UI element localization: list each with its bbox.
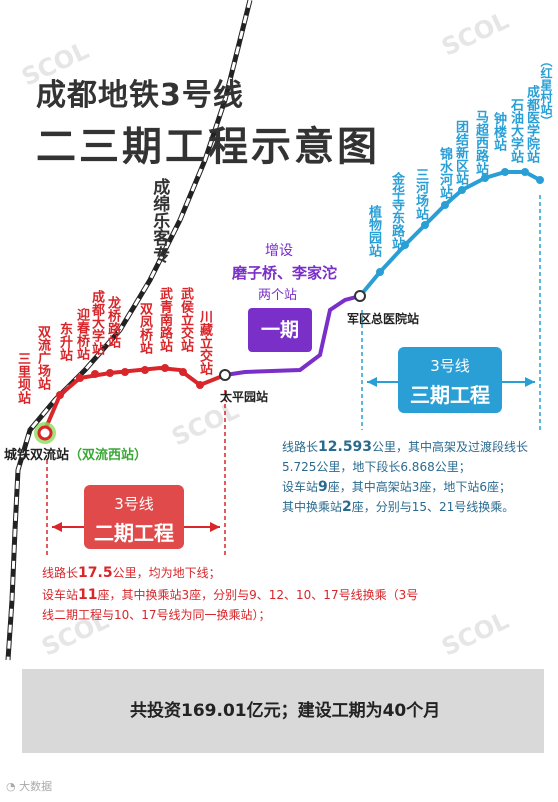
station-dot bbox=[121, 368, 129, 376]
phase3-info-line: 线路长12.593公里，其中高架及过渡段线长 bbox=[282, 439, 529, 455]
station-label: 锦水河站 bbox=[437, 147, 452, 199]
phase3-info-line: 其中换乘站2座，分别与15、21号线换乘。 bbox=[282, 499, 515, 515]
station-dot bbox=[106, 369, 114, 377]
station-label: 东升站 bbox=[57, 322, 72, 361]
railway-label: 成绵乐客专 bbox=[149, 178, 170, 263]
phase2-info: 线路长17.5公里，均为地下线； 设车站11座，其中换乘站3座，分别与9、12、… bbox=[42, 563, 418, 625]
station-label: 武青南路站 bbox=[157, 287, 172, 352]
hospital-label: 军区总医院站 bbox=[347, 312, 420, 326]
terminal-dot bbox=[37, 425, 53, 441]
station-dot bbox=[56, 391, 64, 399]
footer-banner: 共投资169.01亿元；建设工期为40个月 bbox=[22, 669, 544, 753]
station-dot bbox=[196, 381, 204, 389]
terminal-alias: （双流西站） bbox=[69, 448, 148, 463]
station-label: 三河场站 bbox=[413, 168, 428, 220]
station-label: 川藏立交站 bbox=[197, 310, 212, 375]
phase2-info-line: 设车站11座，其中换乘站3座，分别与9、12、10、17号线换乘（3号 bbox=[42, 587, 419, 603]
station-label: 双凤桥站 bbox=[137, 302, 152, 354]
station-label: 团结新区站 bbox=[453, 120, 468, 185]
station-label: （红星村站） bbox=[539, 55, 553, 127]
phase2-station-dots bbox=[56, 364, 204, 399]
phase2-info-line: 线路长17.5公里，均为地下线； bbox=[42, 565, 221, 581]
taipingyuan-dot bbox=[219, 369, 231, 381]
phase1-count: 两个站 bbox=[258, 288, 298, 303]
station-label: 成都大学站 bbox=[89, 290, 104, 355]
phase3-line bbox=[358, 170, 541, 298]
phase2-label: 二期工程 bbox=[94, 521, 174, 545]
phase3-info: 线路长12.593公里，其中高架及过渡段线长 5.725公里，地下段长6.868… bbox=[282, 437, 528, 517]
phase2-badge: 3号线 二期工程 bbox=[84, 485, 184, 549]
station-label: 金华寺东路站 bbox=[389, 172, 404, 250]
phase1-add-prefix: 增设 bbox=[265, 243, 293, 259]
station-dot bbox=[91, 370, 99, 378]
station-dot bbox=[141, 366, 149, 374]
station-label: 武侯立交站 bbox=[178, 287, 193, 352]
terminal-name: 城铁双流站 bbox=[4, 448, 70, 463]
station-label: 迎春桥站 bbox=[74, 308, 89, 360]
station-dot bbox=[481, 174, 489, 182]
phase1-badge: 一期 bbox=[248, 308, 312, 352]
station-dot bbox=[458, 186, 466, 194]
station-dot bbox=[401, 241, 409, 249]
credit-text: ◔ 大数据 bbox=[6, 778, 52, 794]
station-label: 马超西路站 bbox=[473, 110, 488, 175]
station-label: 三里坝站 bbox=[15, 352, 30, 404]
station-label: 钟楼站 bbox=[491, 112, 506, 151]
station-dot bbox=[179, 368, 187, 376]
phase1-stations: 磨子桥、李家沱 bbox=[232, 264, 338, 282]
phase3-station-dots bbox=[376, 168, 544, 276]
station-label: 双流广场站 bbox=[35, 325, 50, 390]
footer-text: 共投资169.01亿元；建设工期为40个月 bbox=[130, 701, 441, 721]
station-dot bbox=[536, 176, 544, 184]
station-dot bbox=[161, 364, 169, 372]
terminal-label: 城铁双流站（双流西站） bbox=[4, 444, 147, 463]
credit-icon: ◔ bbox=[6, 780, 20, 793]
station-dot bbox=[376, 268, 384, 276]
station-label: 植物园站 bbox=[366, 205, 381, 257]
station-dot bbox=[521, 168, 529, 176]
credit-label: 大数据 bbox=[19, 780, 53, 793]
phase3-line-name: 3号线 bbox=[430, 357, 470, 375]
station-label: 成都医学院站 bbox=[524, 85, 539, 163]
station-label: 石油大学站 bbox=[508, 98, 523, 163]
hospital-dot bbox=[354, 290, 366, 302]
station-dot bbox=[76, 374, 84, 382]
phase3-label: 三期工程 bbox=[410, 383, 490, 407]
phase2-line-name: 3号线 bbox=[114, 495, 154, 513]
phase1-line bbox=[224, 294, 361, 377]
phase3-info-line: 设车站9座，其中高架站3座，地下站6座； bbox=[282, 479, 512, 495]
phase2-info-line: 线二期工程与10、17号线为同一换乘站）； bbox=[42, 608, 271, 622]
station-label: 龙桥路站 bbox=[105, 296, 120, 348]
title-line2: 二三期工程示意图 bbox=[36, 124, 380, 170]
railway-line-dash bbox=[6, 0, 252, 661]
phase2-line bbox=[43, 365, 226, 431]
station-dot bbox=[441, 201, 449, 209]
taipingyuan-label: 太平园站 bbox=[220, 390, 269, 404]
phase3-info-line: 5.725公里，地下段长6.868公里； bbox=[282, 460, 471, 474]
phase3-badge: 3号线 三期工程 bbox=[398, 347, 502, 413]
station-dot bbox=[501, 168, 509, 176]
station-dot bbox=[421, 221, 429, 229]
title-line1: 成都地铁3号线 bbox=[36, 78, 244, 113]
